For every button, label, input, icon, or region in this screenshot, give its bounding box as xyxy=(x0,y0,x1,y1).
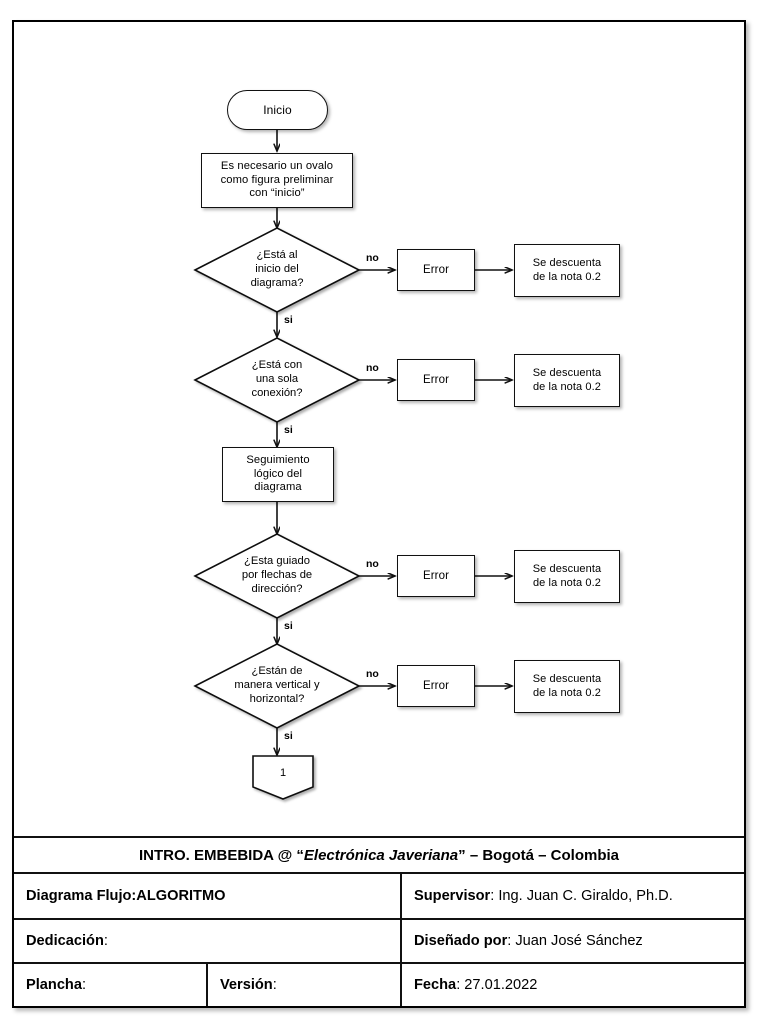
disenado-por-value: : Juan José Sánchez xyxy=(507,933,643,949)
edge-label-no-3: no xyxy=(366,558,379,570)
banner-prefix: INTRO. EMBEBIDA @ “ xyxy=(138,846,304,864)
edge-no-1-text: no xyxy=(366,252,379,264)
version-value: : xyxy=(272,977,277,993)
dedicacion-label: Dedicación xyxy=(26,933,104,949)
plancha-value: : xyxy=(81,977,87,993)
node-seguimiento-logico-label: Seguimiento lógico del diagrama xyxy=(246,454,310,494)
diagrama-flujo-cell[interactable]: Diagrama Flujo: ALGORITMO xyxy=(14,874,400,918)
disenado-por-label: Diseñado por xyxy=(414,933,508,949)
fecha-label: Fecha xyxy=(414,977,457,993)
decision-1-label-wrap[interactable]: ¿Está al inicio del diagrama? xyxy=(210,228,344,312)
node-penalidad-2[interactable]: Se descuenta de la nota 0.2 xyxy=(514,354,620,407)
banner-suffix: ” – Bogotá – Colombia xyxy=(458,846,620,864)
banner-cell: INTRO. EMBEBIDA @ “Electrónica Javeriana… xyxy=(14,838,744,872)
edge-label-si-1: si xyxy=(284,314,293,326)
node-inicio-label: Inicio xyxy=(263,102,292,117)
dedicacion-value: : xyxy=(103,933,108,949)
title-block-row-1: Diagrama Flujo: ALGORITMO Supervisor: In… xyxy=(14,872,744,918)
decision-3-label: ¿Esta guiado por flechas de dirección? xyxy=(241,555,313,595)
decision-4-label: ¿Están de manera vertical y horizontal? xyxy=(234,665,320,705)
plancha-cell[interactable]: Plancha: xyxy=(14,964,206,1006)
node-penalidad-2-label: Se descuenta de la nota 0.2 xyxy=(532,367,602,393)
decision-3-label-wrap[interactable]: ¿Esta guiado por flechas de dirección? xyxy=(204,534,350,618)
node-nota-ovalo[interactable]: Es necesario un ovalo como figura prelim… xyxy=(201,153,353,208)
edge-label-si-3: si xyxy=(284,620,293,632)
node-error-1[interactable]: Error xyxy=(397,249,475,291)
supervisor-label: Supervisor xyxy=(414,888,491,904)
edge-label-no-2: no xyxy=(366,362,379,374)
supervisor-cell[interactable]: Supervisor: Ing. Juan C. Giraldo, Ph.D. xyxy=(400,874,744,918)
edge-si-3-text: si xyxy=(284,620,293,632)
node-error-1-label: Error xyxy=(422,263,450,276)
node-penalidad-4[interactable]: Se descuenta de la nota 0.2 xyxy=(514,660,620,713)
node-error-3[interactable]: Error xyxy=(397,555,475,597)
disenado-por-cell[interactable]: Diseñado por: Juan José Sánchez xyxy=(400,920,744,962)
title-block-row-2: Dedicación: Diseñado por: Juan José Sánc… xyxy=(14,918,744,962)
node-error-2[interactable]: Error xyxy=(397,359,475,401)
edge-label-no-1: no xyxy=(366,252,379,264)
node-error-2-label: Error xyxy=(422,373,450,386)
version-label: Versión xyxy=(220,977,273,993)
edge-label-si-4: si xyxy=(284,730,293,742)
fecha-value: : 27.01.2022 xyxy=(456,977,538,993)
decision-1-label: ¿Está al inicio del diagrama? xyxy=(250,249,304,289)
edge-si-4-text: si xyxy=(284,730,293,742)
node-penalidad-1[interactable]: Se descuenta de la nota 0.2 xyxy=(514,244,620,297)
fecha-cell[interactable]: Fecha: 27.01.2022 xyxy=(400,964,744,1006)
node-nota-ovalo-label: Es necesario un ovalo como figura prelim… xyxy=(220,160,334,200)
plancha-label: Plancha xyxy=(26,977,82,993)
decision-2-label-wrap[interactable]: ¿Está con una sola conexión? xyxy=(210,338,344,422)
node-penalidad-4-label: Se descuenta de la nota 0.2 xyxy=(532,673,602,699)
edge-si-1-text: si xyxy=(284,314,293,326)
edge-si-2-text: si xyxy=(284,424,293,436)
edge-label-no-4: no xyxy=(366,668,379,680)
node-penalidad-1-label: Se descuenta de la nota 0.2 xyxy=(532,257,602,283)
title-block-row-3: Plancha: Versión: Fecha: 27.01.2022 xyxy=(14,962,744,1006)
diagrama-flujo-label: Diagrama Flujo: xyxy=(26,888,137,904)
decision-4-label-wrap[interactable]: ¿Están de manera vertical y horizontal? xyxy=(198,644,356,728)
supervisor-value: : Ing. Juan C. Giraldo, Ph.D. xyxy=(490,888,673,904)
title-block-banner-row: INTRO. EMBEBIDA @ “Electrónica Javeriana… xyxy=(14,836,744,872)
dedicacion-cell[interactable]: Dedicación: xyxy=(14,920,400,962)
title-block: INTRO. EMBEBIDA @ “Electrónica Javeriana… xyxy=(14,836,744,1006)
banner-italic: Electrónica Javeriana xyxy=(303,846,459,864)
node-error-3-label: Error xyxy=(422,569,450,582)
diagrama-flujo-value: ALGORITMO xyxy=(136,888,226,904)
node-error-4-label: Error xyxy=(422,679,450,692)
node-penalidad-3-label: Se descuenta de la nota 0.2 xyxy=(532,563,602,589)
flowchart-canvas: Inicio Es necesario un ovalo como figura… xyxy=(14,22,744,846)
node-connector-1[interactable]: 1 xyxy=(253,758,313,788)
version-cell[interactable]: Versión: xyxy=(206,964,400,1006)
drawing-sheet: Inicio Es necesario un ovalo como figura… xyxy=(12,20,746,1008)
edge-no-4-text: no xyxy=(366,668,379,680)
edge-no-2-text: no xyxy=(366,362,379,374)
node-connector-1-label: 1 xyxy=(279,767,287,779)
node-seguimiento-logico[interactable]: Seguimiento lógico del diagrama xyxy=(222,447,334,502)
edge-label-si-2: si xyxy=(284,424,293,436)
flowchart-vector-layer xyxy=(193,130,744,800)
node-error-4[interactable]: Error xyxy=(397,665,475,707)
node-inicio[interactable]: Inicio xyxy=(227,90,328,130)
decision-2-label: ¿Está con una sola conexión? xyxy=(251,359,303,399)
edge-no-3-text: no xyxy=(366,558,379,570)
node-penalidad-3[interactable]: Se descuenta de la nota 0.2 xyxy=(514,550,620,603)
